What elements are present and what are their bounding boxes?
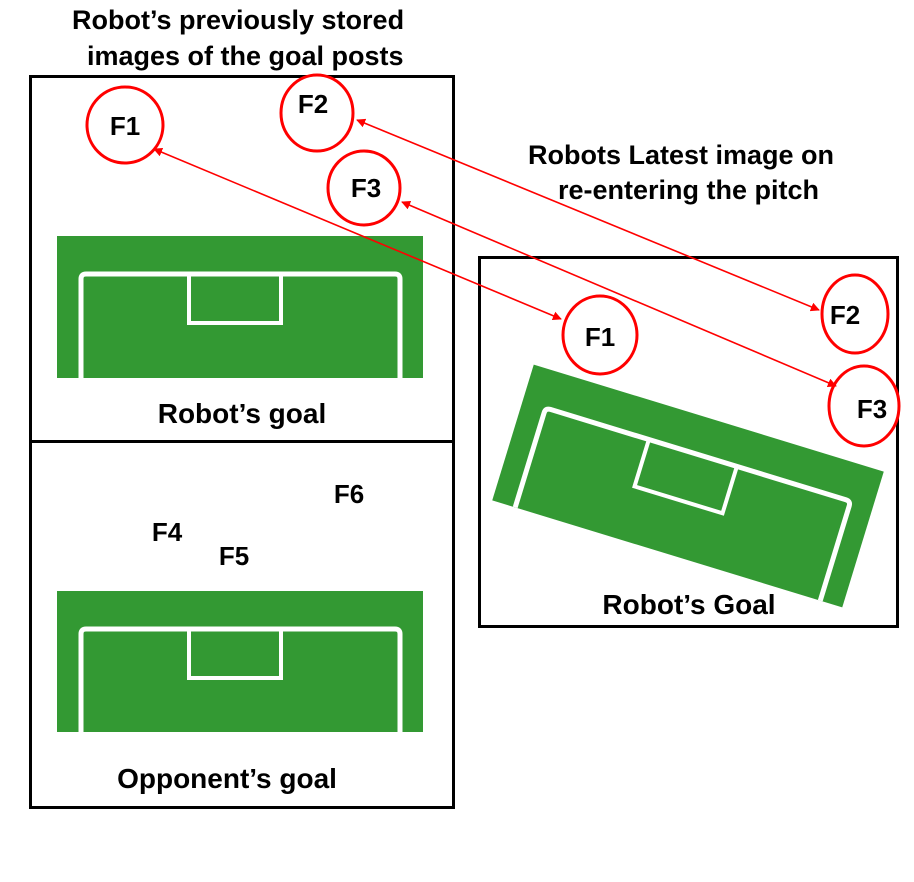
opponent-f6-label: F6 [334,479,364,509]
stored-f1-label: F1 [110,111,140,141]
latest-f3-label: F3 [857,394,887,424]
opponent-goal-caption: Opponent’s goal [117,763,337,794]
stored-robot-goal-caption: Robot’s goal [158,398,327,429]
latest-robot-goal-caption: Robot’s Goal [602,589,775,620]
latest-f3-marker [827,364,901,448]
stored-robot-goal-pitch [57,236,423,378]
opponent-f5-label: F5 [219,541,249,571]
stored-f3-label: F3 [351,173,381,203]
latest-f2-label: F2 [830,300,860,330]
latest-robot-goal-pitch [492,364,884,608]
stored-images-title-line1: Robot’s previously stored [72,5,405,35]
f3-correspondence-arrow [401,201,837,387]
stored-f2-label: F2 [298,89,328,119]
opponent-f4-label: F4 [152,517,183,547]
opponent-goal-pitch [57,591,423,732]
stored-images-title-line2: images of the goal posts [87,41,404,71]
latest-f1-label: F1 [585,322,615,352]
stored-f1-marker [85,85,165,165]
